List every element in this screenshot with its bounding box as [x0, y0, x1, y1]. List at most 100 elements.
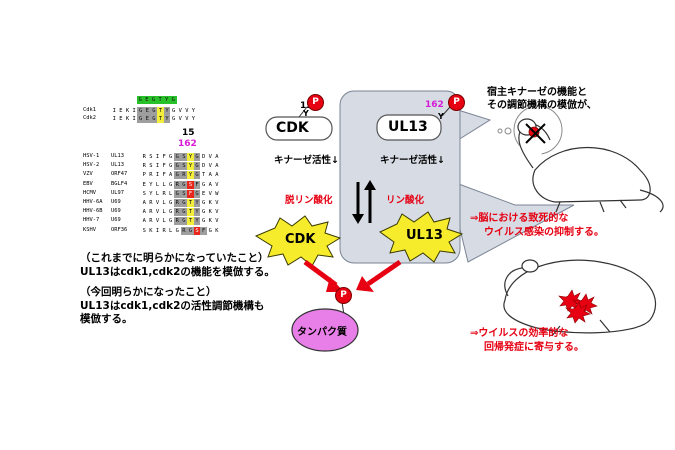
alignment-residue: A — [142, 209, 146, 216]
virus-name: KSHV — [83, 226, 96, 233]
alignment-residue: A — [215, 172, 219, 179]
alignment-residue: K — [208, 218, 212, 225]
ul13-active-label: UL13 — [406, 228, 443, 243]
alignment-residue: R — [149, 209, 153, 216]
alignment-residue: G — [202, 209, 206, 216]
virus-name: HHV-7 — [83, 217, 100, 224]
alignment-residue: D — [202, 163, 206, 170]
alignment-header-residue: Y — [163, 96, 170, 104]
alignment-residue: I — [155, 227, 160, 234]
alignment-residue: R — [142, 154, 146, 160]
alignment-residue: R — [173, 208, 181, 217]
cdk-label: CDK — [276, 120, 309, 136]
alignment-residue: I — [132, 108, 136, 114]
virus-name: HHV-6B — [83, 208, 103, 215]
alignment-residue: Y — [193, 217, 201, 226]
phospho-arrows — [352, 180, 376, 224]
virus-gene: UL97 — [111, 189, 124, 196]
dephosphorylation-label: 脱リン酸化 — [285, 195, 333, 206]
alignment-residue: E — [119, 116, 123, 122]
alignment-residue: S — [142, 190, 146, 197]
virus-name: HSV-1 — [83, 153, 100, 159]
alignment-residue: Y — [163, 115, 171, 123]
residue-number-15: 15 — [182, 128, 195, 138]
alignment-residue: A — [142, 218, 146, 225]
alignment-residue: V — [155, 209, 160, 216]
alignment-residue: V — [155, 200, 160, 206]
alignment-residue: E — [142, 181, 146, 188]
alignment-residue: I — [132, 116, 136, 122]
alignment-residue: G — [169, 154, 173, 160]
alignment-residue: E — [119, 108, 123, 114]
alignment-residue: R — [149, 200, 153, 206]
alignment-residue: G — [208, 227, 212, 234]
alignment-residue: T — [157, 115, 164, 123]
alignment-residue: V — [215, 181, 219, 188]
alignment-residue: A — [215, 163, 219, 170]
lesion-markers — [558, 289, 598, 324]
ul13-tyrosine: Y — [438, 112, 444, 121]
alignment-residue: G — [175, 227, 179, 234]
protein-arrows — [303, 259, 402, 292]
alignment-residue: G — [169, 200, 173, 206]
virus-name: EBV — [83, 180, 93, 187]
alignment-residue: I — [155, 154, 160, 160]
alignment-residue: L — [169, 227, 173, 234]
alignment-residue: F — [162, 154, 166, 160]
cdk-active-label: CDK — [285, 232, 316, 247]
alignment-residue: R — [162, 190, 166, 197]
alignment-residue: F — [162, 172, 166, 179]
alignment-residue: S — [180, 162, 188, 171]
alignment-residue: F — [200, 226, 207, 235]
effect-brain-text: ⇒脳における致死的な ウイルス感染の抑制する。 — [470, 213, 604, 238]
alignment-residue: E — [143, 107, 151, 115]
cdk-active-burst — [254, 215, 342, 267]
cdk-kinase-activity-down: キナーゼ活性↓ — [274, 155, 339, 166]
virus-name: HCMV — [83, 189, 96, 196]
alignment-residue: I — [155, 172, 160, 179]
alignment-residue: G — [169, 218, 173, 225]
ul13-inactive-node — [376, 106, 451, 141]
new-findings-text-1: UL13はcdk1,cdk2の活性調節機構も — [80, 299, 265, 312]
alignment-residue: V — [208, 190, 212, 197]
alignment-residue: E — [143, 115, 151, 123]
alignment-residue: Y — [149, 190, 153, 197]
alignment-header-residue: G — [150, 96, 157, 104]
alignment-residue: V — [208, 154, 212, 160]
virus-gene: U69 — [111, 217, 121, 224]
alignment-residue: L — [162, 218, 166, 225]
residue-number-162: 162 — [178, 139, 197, 149]
alignment-residue: V — [178, 108, 182, 114]
cdk-phospho-tag: P — [307, 94, 324, 111]
alignment-residue: G — [150, 115, 158, 123]
alignment-residue: L — [155, 181, 160, 188]
alignment-residue: Y — [163, 107, 171, 115]
callout-text: 宿主キナーゼの機能と その調節機構の模倣が、 — [487, 87, 597, 111]
brain-infection-marker — [525, 123, 546, 144]
alignment-residue: A — [208, 181, 212, 188]
virus-gene: ORF36 — [111, 226, 128, 233]
alignment-residue: I — [155, 163, 160, 170]
ul13-label: UL13 — [388, 119, 428, 135]
alignment-residue: F — [187, 189, 194, 198]
alignment-residue: G — [202, 200, 206, 206]
new-findings-text-2: 模倣する。 — [80, 313, 133, 325]
alignment-residue: E — [202, 190, 206, 197]
alignment-residue: G — [173, 162, 181, 171]
alignment-residue: G — [180, 217, 188, 226]
alignment-residue: K — [125, 116, 130, 122]
ul13-active-burst — [379, 211, 464, 263]
alignment-residue: A — [142, 200, 146, 206]
alignment-residue: W — [215, 190, 219, 197]
alignment-residue: F — [162, 163, 166, 170]
virus-gene: U69 — [111, 208, 121, 215]
alignment-residue: T — [187, 199, 194, 207]
alignment-residue: V — [185, 108, 189, 114]
alignment-residue: T — [187, 208, 194, 217]
